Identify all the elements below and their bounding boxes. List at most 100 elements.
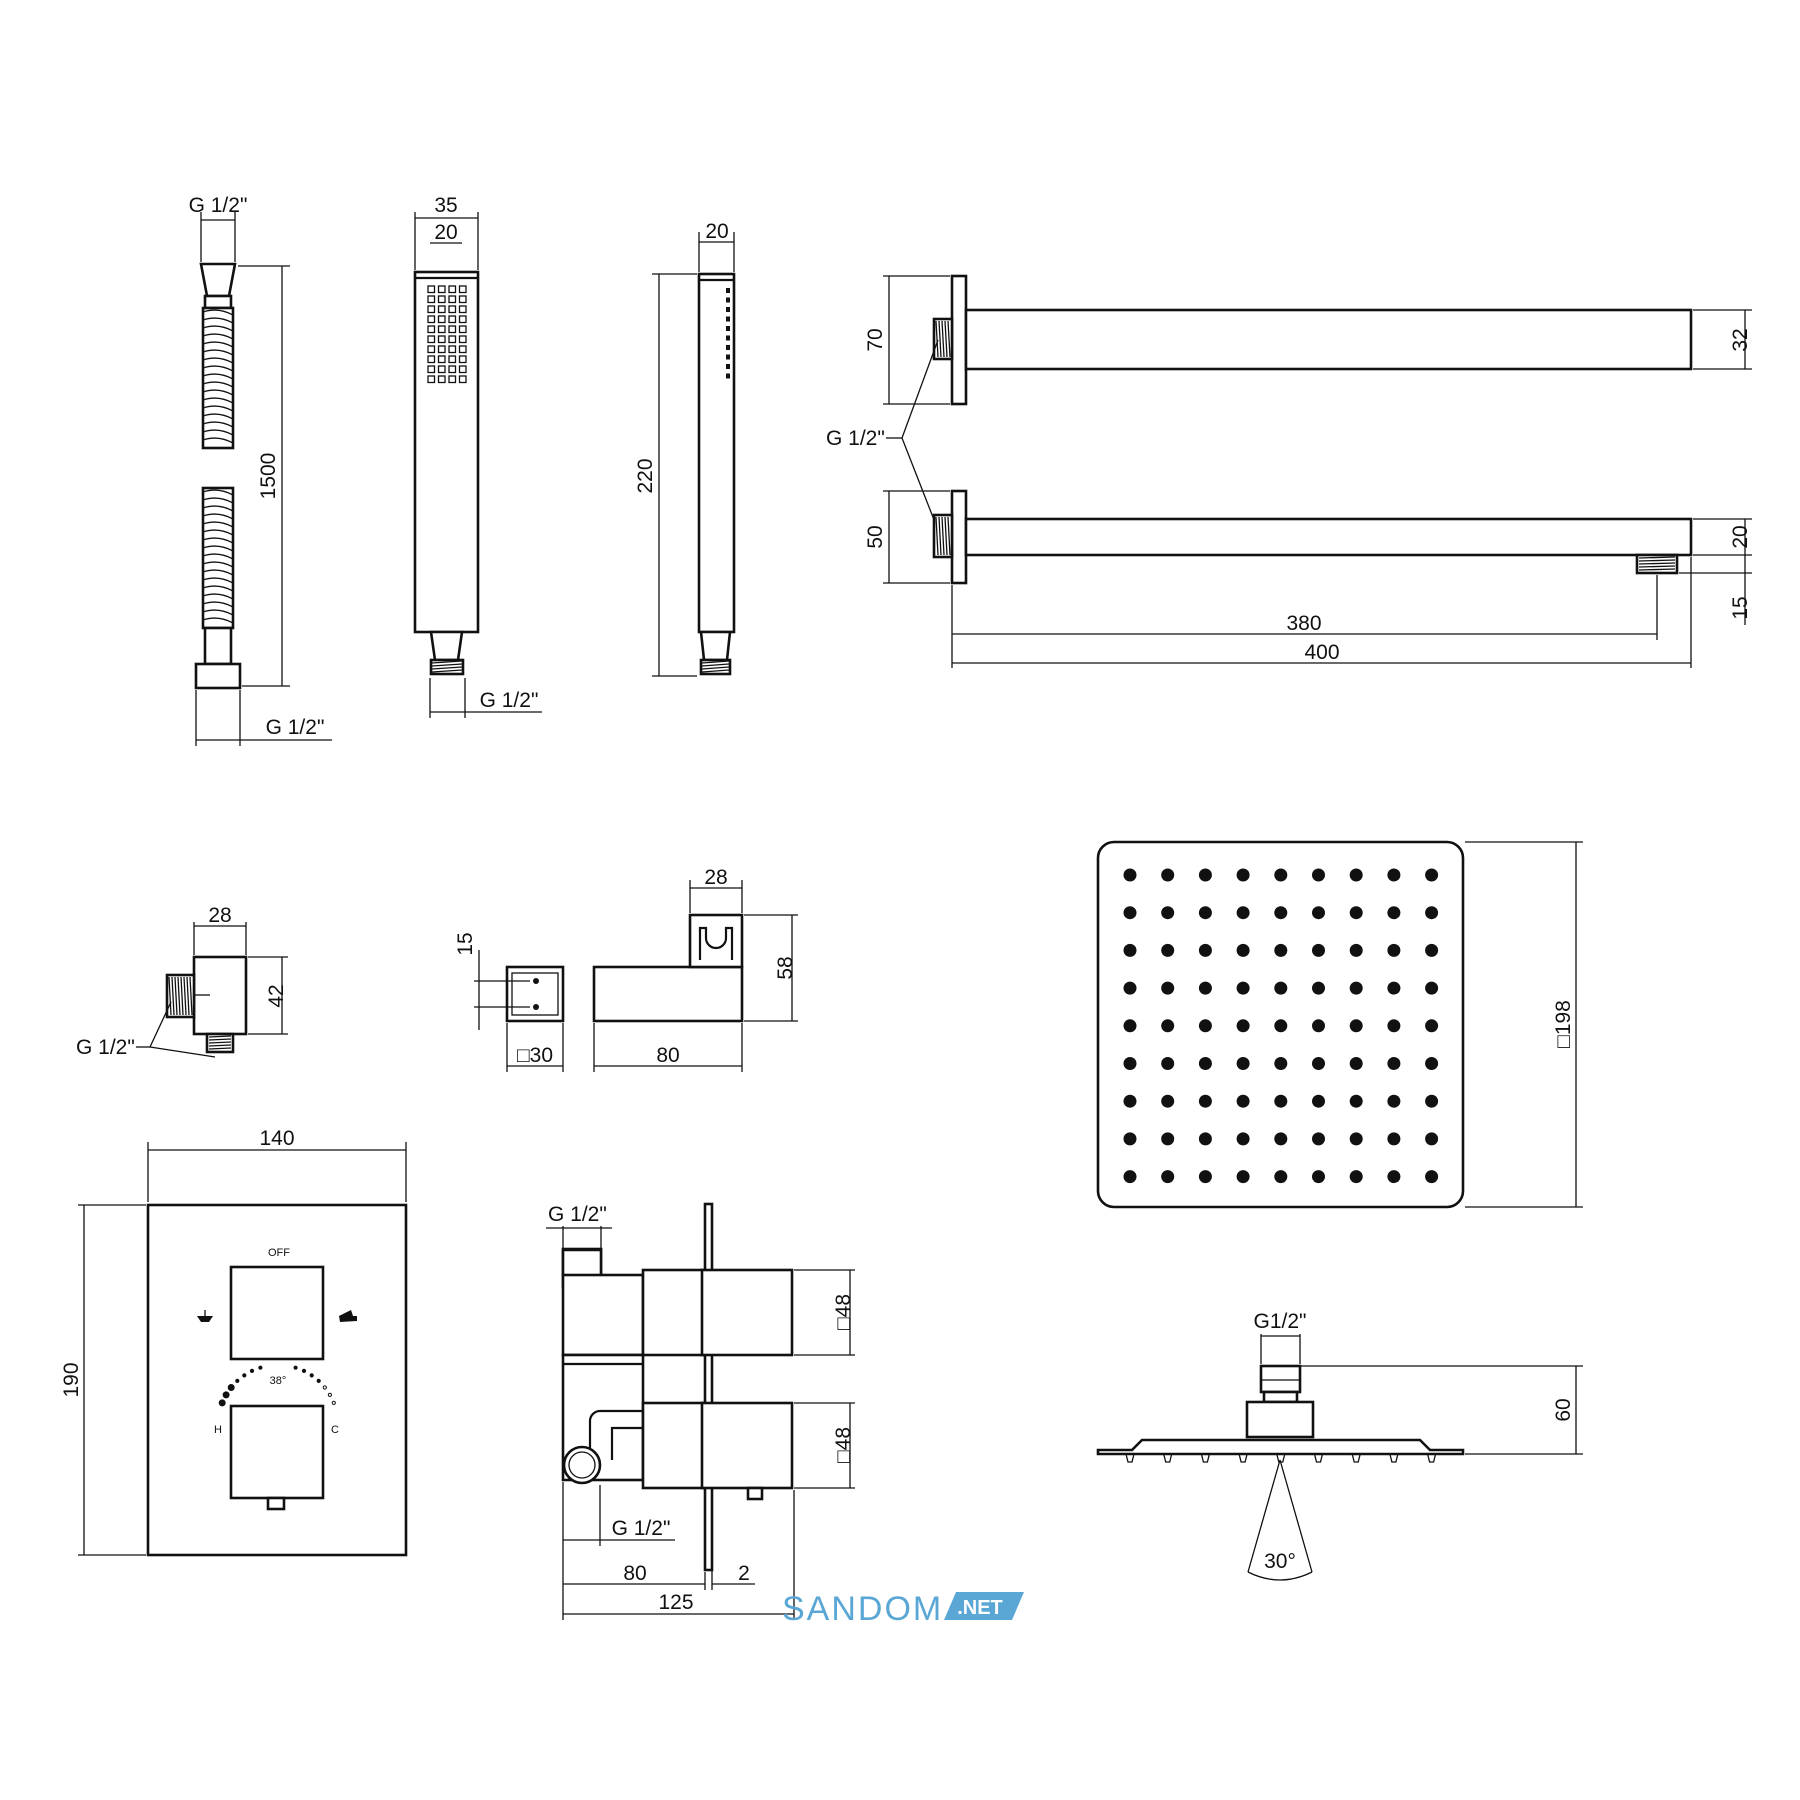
nozzle-dot — [1198, 1132, 1212, 1146]
hand-shower-front: 35 20 G 1/2" — [413, 194, 542, 718]
thread-line — [1638, 568, 1676, 571]
thread-line — [1638, 556, 1676, 559]
nozzle-dot — [1161, 1019, 1175, 1033]
temp-dot — [301, 1368, 307, 1374]
nozzle-dot — [1425, 906, 1439, 920]
thread-line — [208, 1041, 232, 1044]
temp-dot — [227, 1384, 235, 1391]
nozzle — [437, 355, 446, 364]
coil-line — [202, 429, 234, 436]
temp-dot — [218, 1399, 226, 1407]
coil-line — [202, 317, 234, 324]
hand-inner-label: 20 — [434, 221, 457, 244]
nozzle — [437, 325, 446, 334]
nozzle — [437, 295, 446, 304]
plate-off-label: OFF — [268, 1247, 290, 1259]
nozzle-dot — [1312, 1132, 1325, 1146]
thread-line — [1638, 565, 1676, 568]
side-nozzle — [1426, 1453, 1437, 1463]
watermark: SANDOM .NET — [782, 1590, 1024, 1628]
thread-line — [944, 516, 948, 556]
arm-height-small-label: 20 — [1729, 525, 1752, 548]
coil-line — [202, 349, 234, 356]
arm-flange-small-label: 50 — [864, 525, 887, 548]
hand-shower-holder: 15 □30 28 58 80 — [454, 866, 798, 1072]
nozzle-dot — [1349, 943, 1363, 957]
hose-coils-lower — [202, 489, 234, 624]
temp-dot — [242, 1373, 247, 1378]
nozzle-dot — [1198, 1094, 1212, 1108]
nozzle — [726, 307, 730, 312]
hand-nozzle-grid — [427, 285, 467, 384]
nozzle — [437, 335, 446, 344]
nozzle-dot — [1198, 906, 1212, 920]
thread-line — [431, 666, 463, 670]
watermark-suffix: .NET — [957, 1597, 1003, 1619]
nozzle-dot — [1387, 1057, 1401, 1070]
thread-line — [701, 660, 730, 664]
nozzle-dot — [1198, 1057, 1212, 1070]
elbow-thread-label: G 1/2" — [76, 1036, 135, 1059]
diverter-knob — [229, 1265, 325, 1361]
nozzle-dot — [1274, 1019, 1288, 1033]
nozzle-dot — [1387, 981, 1401, 995]
thread-line — [701, 669, 730, 673]
nozzle — [458, 365, 467, 374]
nozzle-dot — [1425, 1094, 1439, 1108]
nozzle — [458, 335, 467, 344]
nozzle — [448, 365, 457, 374]
thread-line — [944, 320, 948, 358]
nozzle-dot — [1274, 1094, 1288, 1108]
nozzle-dot — [1312, 943, 1325, 957]
nozzle-dot — [1236, 1057, 1250, 1070]
nozzle-dot — [1312, 1170, 1325, 1184]
nozzle-dot — [1274, 868, 1288, 882]
plate-temp-label: 38° — [270, 1375, 287, 1387]
coil-line — [202, 561, 234, 568]
coil-line — [202, 357, 234, 364]
nozzle — [437, 315, 446, 324]
coil-line — [202, 521, 234, 528]
nozzle — [437, 375, 446, 384]
coil-line — [202, 513, 234, 520]
nozzle-dot — [1312, 1019, 1325, 1033]
coil-line — [202, 365, 234, 372]
coil-line — [202, 333, 234, 340]
nozzle-dot — [1312, 981, 1325, 995]
arm-reach-label: 380 — [1286, 612, 1321, 635]
thermostat-cover-plate: 140 190 OFF 38° H C — [60, 1127, 408, 1557]
nozzle — [458, 375, 467, 384]
nozzle — [437, 305, 446, 314]
nozzle-dot — [1236, 943, 1250, 957]
valve-depth-label: 80 — [623, 1562, 646, 1585]
coil-line — [202, 553, 234, 560]
thread-line — [935, 516, 939, 556]
thread-line — [431, 663, 463, 667]
thread-line — [701, 666, 730, 670]
coil-line — [202, 489, 234, 496]
nozzle-dot — [1425, 1019, 1439, 1033]
nozzle-dot — [1349, 981, 1363, 995]
nozzle — [458, 355, 467, 364]
hand-shower-icon — [197, 1310, 213, 1322]
nozzle-dot — [1198, 868, 1212, 882]
nozzle — [427, 335, 436, 344]
coil-line — [202, 585, 234, 592]
thread-line — [941, 320, 945, 358]
nozzle-dot — [1349, 1057, 1363, 1070]
hand-thread-label: G 1/2" — [480, 689, 539, 712]
arm-outlet-offset-label: 15 — [1729, 596, 1752, 619]
thread-line — [431, 669, 463, 673]
temp-dot — [331, 1400, 336, 1406]
nozzle-dot — [1349, 906, 1363, 920]
elbow-width-label: 28 — [208, 904, 231, 927]
nozzle — [448, 285, 457, 294]
nozzle-dot — [1274, 1132, 1288, 1146]
nozzle-dot — [1387, 943, 1401, 957]
thread-line — [947, 320, 951, 358]
thread-line — [174, 976, 178, 1016]
nozzle-dot — [1161, 906, 1175, 920]
nozzle-dot — [1123, 981, 1137, 995]
temp-dot — [327, 1392, 332, 1398]
